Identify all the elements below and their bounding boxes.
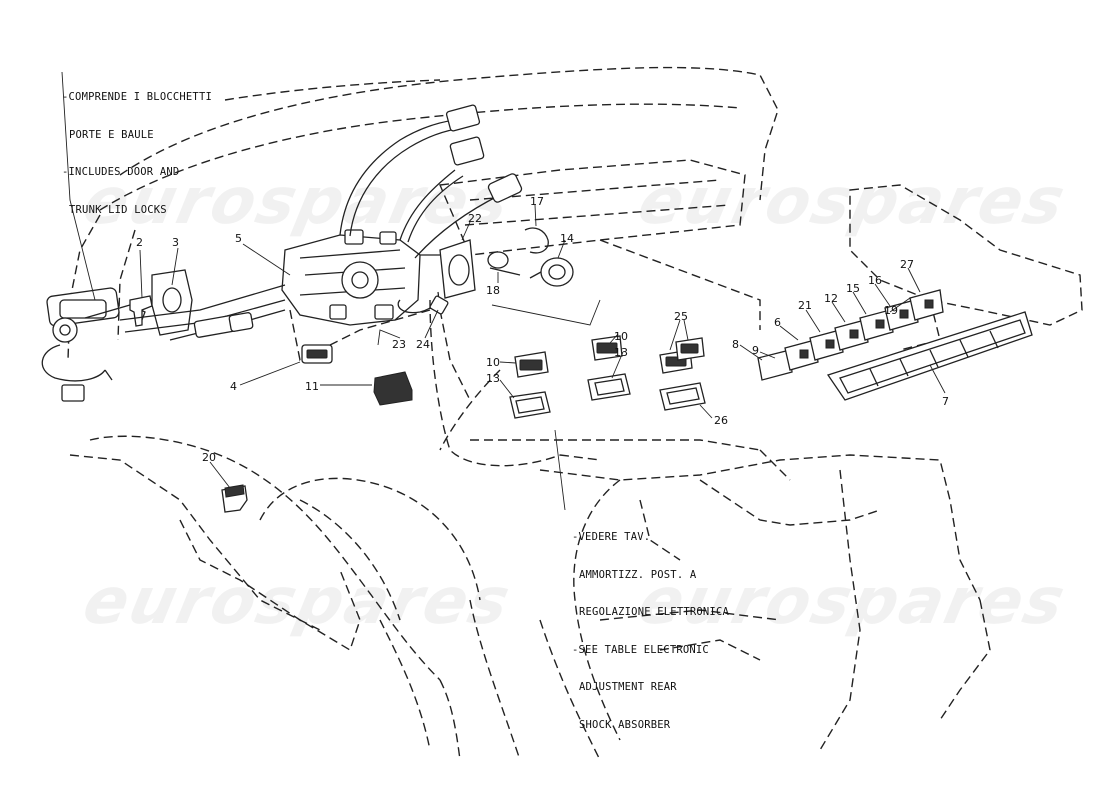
lock-note-line-4: TRUNK LID LOCKS <box>69 203 167 216</box>
callout-27: 27 <box>900 258 914 271</box>
switch-panel-7 <box>826 311 1033 401</box>
steering-column-switch-assembly <box>119 104 523 341</box>
switch-11 <box>373 371 413 406</box>
window-switch-10-right <box>591 335 623 361</box>
switch-frame-26 <box>659 382 706 411</box>
switch-20 <box>221 484 248 513</box>
shock-note-line-5: ADJUSTMENT REAR <box>579 681 677 693</box>
shock-note-line-6: SHOCK ABSORBER <box>579 718 671 731</box>
callout-26: 26 <box>714 414 728 427</box>
callout-22: 22 <box>468 212 482 225</box>
switch-frame-13-left <box>509 391 551 419</box>
lock-note-line-3: -INCLUDES DOOR AND <box>62 166 180 178</box>
callout-10-left: 10 <box>486 356 500 369</box>
wire-clip <box>524 227 549 254</box>
callout-16: 16 <box>868 274 882 287</box>
callout-7: 7 <box>942 395 949 408</box>
callout-5: 5 <box>235 232 242 245</box>
lock-note-line-1: -COMPRENDE I BLOCCHETTI <box>62 91 212 103</box>
callout-6: 6 <box>774 316 781 329</box>
callout-19: 19 <box>884 304 898 317</box>
callout-11: 11 <box>305 380 319 393</box>
callout-4: 4 <box>230 380 237 393</box>
leader-lines <box>61 71 946 511</box>
warning-lamp <box>487 251 521 276</box>
steering-lock-housing <box>420 239 476 299</box>
lock-note-line-2: PORTE E BAULE <box>69 128 154 141</box>
shock-absorber-note: -VEDERE TAV. AMMORTIZZ. POST. A REGOLAZI… <box>572 506 729 744</box>
callout-9: 9 <box>752 344 759 357</box>
ignition-lock-assembly <box>41 287 146 402</box>
sensor-24 <box>429 295 449 315</box>
shock-note-line-1: -VEDERE TAV. <box>572 531 651 543</box>
clock-gauge <box>529 257 574 287</box>
callout-25: 25 <box>674 310 688 323</box>
callout-17: 17 <box>530 195 544 208</box>
mounting-bracket <box>151 269 193 336</box>
callouts: 2 3 5 4 11 23 24 22 17 18 14 10 13 10 13… <box>136 195 949 464</box>
callout-18: 18 <box>486 284 500 297</box>
mirror-switch-25 <box>659 337 705 374</box>
callout-21: 21 <box>798 299 812 312</box>
window-switch-10-left <box>514 351 549 378</box>
switch-row <box>757 289 944 381</box>
key <box>129 295 153 327</box>
shock-note-line-4: -SEE TABLE ELECTRONIC <box>572 643 709 656</box>
lock-note: -COMPRENDE I BLOCCHETTI PORTE E BAULE -I… <box>62 66 212 229</box>
switch-frame-13-right <box>587 373 631 401</box>
switch-4 <box>301 344 333 364</box>
callout-12: 12 <box>824 292 838 305</box>
callout-20: 20 <box>202 451 216 464</box>
callout-10-right: 10 <box>614 330 628 343</box>
callout-13-left: 13 <box>486 372 500 385</box>
callout-15: 15 <box>846 282 860 295</box>
callout-23: 23 <box>392 338 406 351</box>
shock-note-line-3: REGOLAZIONE ELETTRONICA <box>579 606 729 618</box>
shock-note-line-2: AMMORTIZZ. POST. A <box>579 568 697 581</box>
callout-14: 14 <box>560 232 574 245</box>
callout-3: 3 <box>172 236 179 249</box>
callout-2: 2 <box>136 236 143 249</box>
callout-24: 24 <box>416 338 430 351</box>
callout-13-right: 13 <box>614 346 628 359</box>
callout-8: 8 <box>732 338 739 351</box>
